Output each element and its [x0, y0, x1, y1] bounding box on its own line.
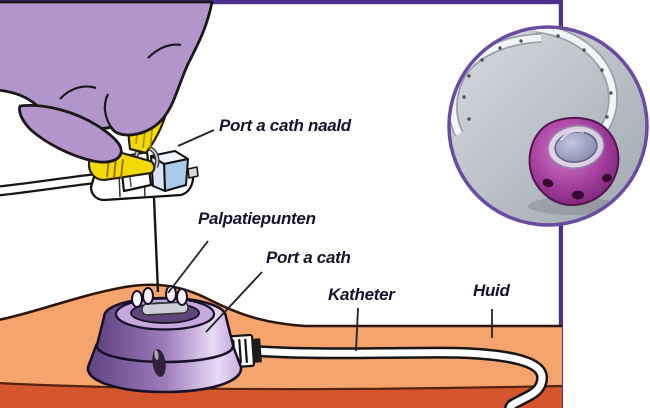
- skin-surface-outline: [0, 283, 562, 328]
- frame-border-top: [0, 0, 563, 5]
- port-device: [86, 285, 243, 394]
- palpation-bumps: [131, 285, 188, 308]
- hub-side-nub: [187, 166, 199, 179]
- leader-katheter: [355, 307, 359, 352]
- label-port-a-cath-naald: Port a cath naald: [219, 116, 351, 135]
- gloved-hand: [0, 0, 214, 164]
- hub-cube: [150, 150, 189, 192]
- leader-needle: [177, 129, 215, 147]
- implant-needle-line: [152, 197, 160, 293]
- dome-highlight: [560, 130, 585, 141]
- leader-lines: [167, 129, 493, 352]
- label-huid: Huid: [473, 281, 510, 300]
- catheter-tube: [250, 345, 548, 408]
- glove-thumb: [18, 104, 123, 164]
- inset-photo: [447, 25, 649, 227]
- slot-highlight: [154, 350, 159, 360]
- inset-ring: [447, 25, 649, 227]
- glove-creases: [59, 43, 182, 128]
- port-septum-bar: [141, 301, 189, 316]
- label-katheter: Katheter: [328, 285, 395, 304]
- leader-palpation: [167, 240, 209, 294]
- skin-layer-boundary: [0, 381, 563, 391]
- label-palpatiepunten: Palpatiepunten: [198, 209, 316, 228]
- photo-port-dimples: [542, 173, 612, 200]
- extension-tube: [0, 172, 101, 197]
- catheter-markers: [462, 34, 613, 121]
- label-port-a-cath: Port a cath: [266, 248, 351, 267]
- leader-port: [205, 271, 263, 333]
